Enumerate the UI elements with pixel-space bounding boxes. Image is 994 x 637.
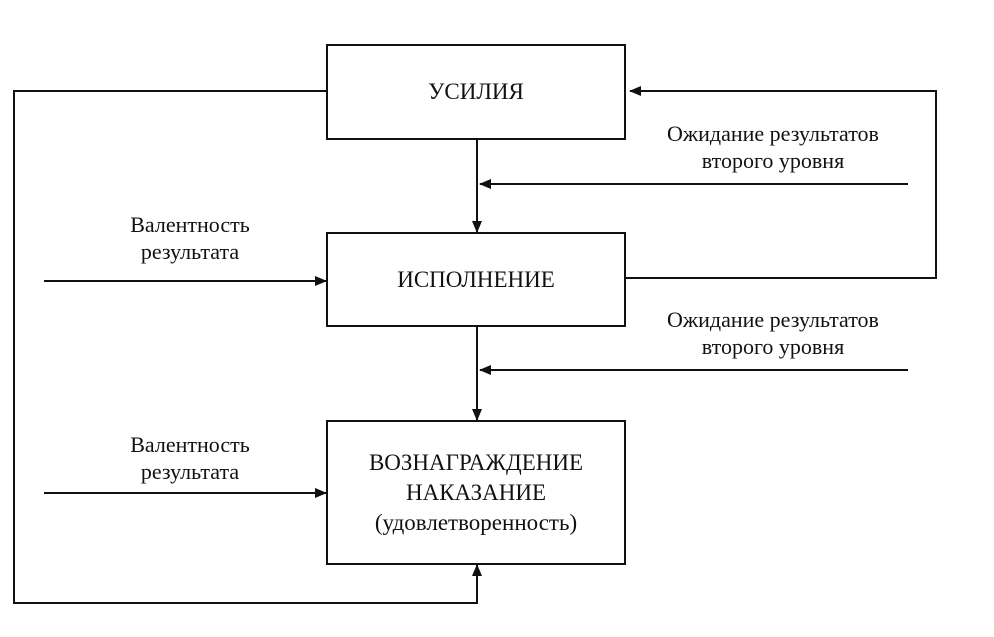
reward-line-3: (удовлетворенность): [374, 509, 578, 535]
performance-label: ИСПОЛНЕНИЕ: [397, 266, 555, 292]
effort-label: УСИЛИЯ: [428, 79, 524, 104]
feedback-performance-to-effort: [626, 86, 937, 279]
expectation-1-line-2: второго уровня: [701, 148, 845, 173]
valence-2-line-2: результата: [140, 459, 240, 484]
expectation-2-line-1: Ожидание результатов: [667, 307, 879, 332]
effort-box: УСИЛИЯ: [326, 44, 626, 140]
reward-box: ВОЗНАГРАЖДЕНИЕ НАКАЗАНИЕ (удовлетворенно…: [326, 420, 626, 565]
feedback-effort-to-reward: [13, 90, 482, 604]
reward-line-2: НАКАЗАНИЕ: [406, 479, 546, 505]
expectation-label-2: Ожидание результатов второго уровня: [633, 306, 913, 360]
expectation-1-line-1: Ожидание результатов: [667, 121, 879, 146]
valence-1-line-1: Валентность: [130, 212, 250, 237]
valence-1-line-2: результата: [140, 239, 240, 264]
reward-line-1: ВОЗНАГРАЖДЕНИЕ: [368, 449, 584, 475]
performance-box: ИСПОЛНЕНИЕ: [326, 232, 626, 327]
valence-2-line-1: Валентность: [130, 432, 250, 457]
expectation-2-line-2: второго уровня: [701, 334, 845, 359]
valence-label-2: Валентность результата: [105, 431, 275, 485]
valence-label-1: Валентность результата: [105, 211, 275, 265]
expectation-label-1: Ожидание результатов второго уровня: [633, 120, 913, 174]
